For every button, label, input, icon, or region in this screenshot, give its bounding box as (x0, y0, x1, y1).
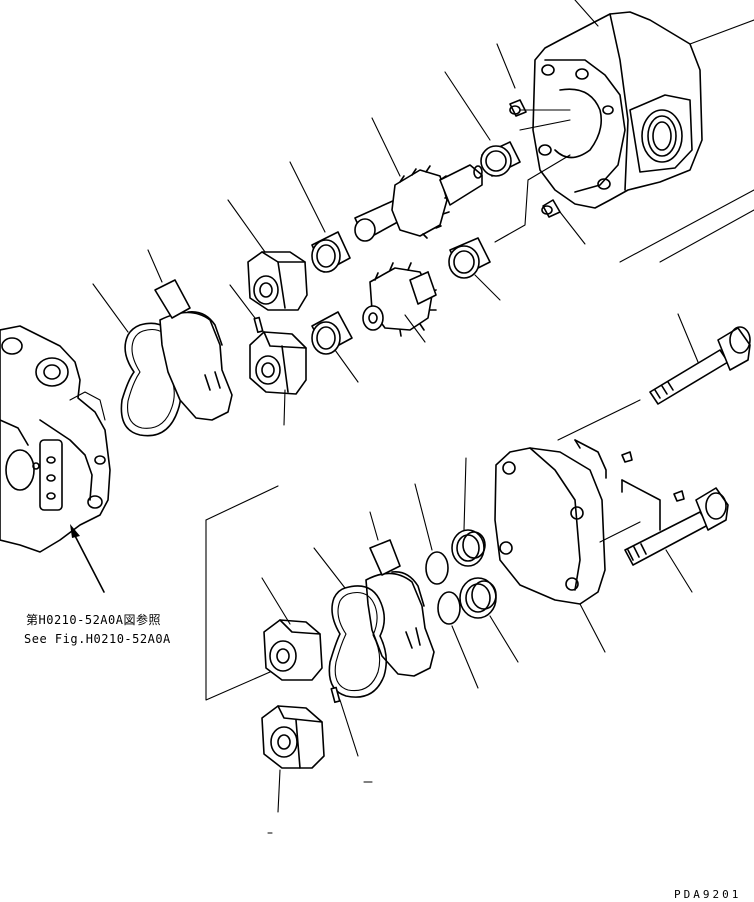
small-screw-lower (673, 490, 685, 502)
small-screw-upper (621, 451, 633, 463)
pin-upper (253, 316, 264, 334)
drawing-code: PDA9201 (674, 888, 741, 901)
dowel-pin-upper (509, 99, 527, 117)
bolt-lower (624, 487, 729, 566)
bushing-upper (311, 231, 351, 273)
bolt-upper (649, 326, 751, 405)
backup-ring-upper (451, 529, 486, 567)
seal-ring-lower (328, 585, 388, 698)
reference-label-ja: 第H0210-52A0A図参照 (26, 612, 161, 627)
bearing-block-upper (247, 251, 308, 311)
cover-plate (494, 447, 606, 605)
reference-label-en: See Fig.H0210-52A0A (24, 632, 171, 646)
bushing-lower (311, 311, 353, 355)
bracket-lower (621, 479, 661, 531)
pin-lower (330, 686, 341, 704)
bearing-block-lower-set-lower (261, 705, 325, 769)
bearing-block-lower-set-upper (263, 619, 323, 681)
pump-housing (532, 11, 703, 209)
o-ring-lower (437, 591, 461, 625)
dowel-pin-lower (541, 199, 561, 218)
bushing-upper-right (480, 141, 521, 177)
driven-gear (362, 262, 437, 337)
wear-plate-lower (365, 539, 435, 677)
leader-lines (70, 0, 754, 834)
bearing-block-lower (249, 331, 307, 395)
bracket-upper (574, 439, 607, 479)
o-ring-upper (425, 551, 449, 585)
drive-gear-shaft (354, 164, 483, 242)
backup-ring-lower (459, 577, 497, 619)
bushing-right (448, 237, 491, 279)
wear-plate-upper (154, 279, 233, 421)
valve-body (0, 325, 111, 553)
